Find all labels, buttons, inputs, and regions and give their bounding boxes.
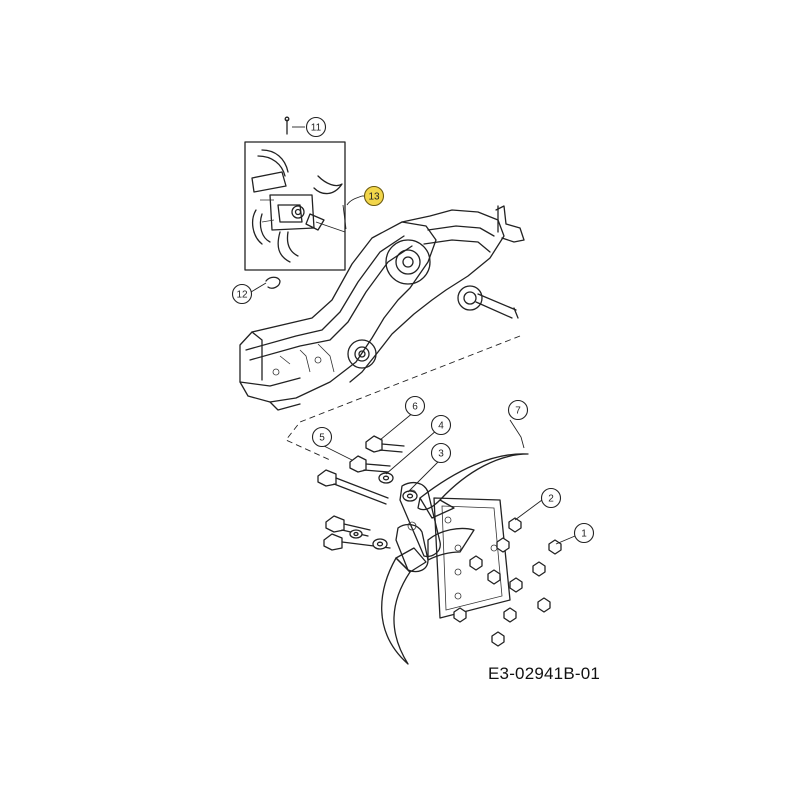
drawing-code: E3-02941B-01: [488, 664, 601, 683]
inset-detail: [244, 141, 346, 271]
pin-part-11: [284, 116, 290, 135]
callout-6[interactable]: 6: [404, 395, 426, 417]
callout-3[interactable]: 3: [430, 442, 452, 464]
callout-5-label: 5: [319, 433, 325, 444]
callout-2-label: 2: [548, 494, 554, 505]
callout-1-label: 1: [581, 529, 587, 540]
callout-5[interactable]: 5: [311, 426, 333, 448]
callout-11-label: 11: [311, 123, 322, 134]
callout-2[interactable]: 2: [540, 487, 562, 509]
callout-13-label: 13: [368, 192, 380, 203]
callout-12-label: 12: [236, 290, 248, 301]
callout-11[interactable]: 11: [305, 116, 327, 138]
callout-7-label: 7: [515, 406, 521, 417]
pin-part-12: [265, 276, 281, 289]
callout-4-label: 4: [438, 421, 444, 432]
callout-13[interactable]: 13: [363, 185, 385, 207]
callout-7[interactable]: 7: [507, 399, 529, 421]
callout-1[interactable]: 1: [573, 522, 595, 544]
callout-lines: [250, 126, 576, 545]
callout-3-label: 3: [438, 449, 444, 460]
callout-12[interactable]: 12: [231, 283, 253, 305]
tiller-arm-housing: [239, 205, 525, 411]
callout-4[interactable]: 4: [430, 414, 452, 436]
tine-assembly: [317, 435, 562, 665]
callout-6-label: 6: [412, 402, 418, 413]
